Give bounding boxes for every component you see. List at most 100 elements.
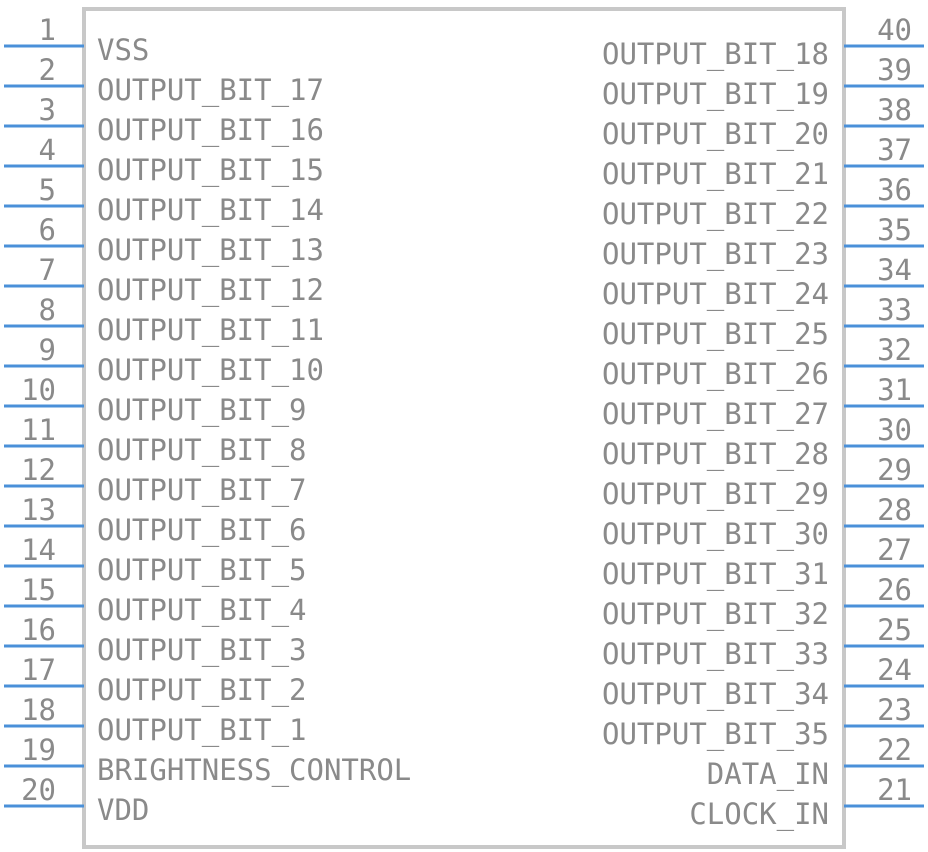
pin-name: OUTPUT_BIT_35 [602, 717, 829, 752]
pin-name: OUTPUT_BIT_9 [97, 393, 307, 428]
pin-number: 7 [39, 253, 56, 287]
pin-name: OUTPUT_BIT_17 [97, 73, 324, 108]
pin-number: 24 [877, 653, 912, 687]
pin-number: 20 [21, 773, 56, 807]
pin-name: OUTPUT_BIT_26 [602, 357, 829, 392]
pin-number: 14 [21, 533, 56, 567]
pin-name: VSS [97, 33, 149, 67]
pin-name: VDD [97, 793, 149, 827]
pin-name: OUTPUT_BIT_5 [97, 553, 307, 588]
pin-name: OUTPUT_BIT_1 [97, 713, 307, 748]
pin-name: OUTPUT_BIT_14 [97, 193, 324, 228]
pin-name: DATA_IN [707, 757, 829, 792]
pin-name: OUTPUT_BIT_10 [97, 353, 324, 388]
pin-name: OUTPUT_BIT_30 [602, 517, 829, 552]
pin-number: 19 [21, 733, 56, 767]
left-pin-group: 1VSS2OUTPUT_BIT_173OUTPUT_BIT_164OUTPUT_… [4, 13, 411, 827]
pin-name: OUTPUT_BIT_33 [602, 637, 829, 672]
pin-number: 25 [877, 613, 912, 647]
pin-number: 40 [877, 13, 912, 47]
pin-name: BRIGHTNESS_CONTROL [97, 753, 411, 788]
pin-name: OUTPUT_BIT_22 [602, 197, 829, 232]
pin-name: OUTPUT_BIT_7 [97, 473, 307, 508]
pin-name: OUTPUT_BIT_18 [602, 37, 829, 72]
pin-number: 13 [21, 493, 56, 527]
pin-name: OUTPUT_BIT_28 [602, 437, 829, 472]
pin-name: OUTPUT_BIT_19 [602, 77, 829, 112]
pin-name: OUTPUT_BIT_27 [602, 397, 829, 432]
pin-number: 31 [877, 373, 912, 407]
pin-name: OUTPUT_BIT_25 [602, 317, 829, 352]
pin-name: OUTPUT_BIT_15 [97, 153, 324, 188]
pin-name: OUTPUT_BIT_21 [602, 157, 829, 192]
pin-name: OUTPUT_BIT_24 [602, 277, 829, 312]
pin-number: 32 [877, 333, 912, 367]
pin-number: 2 [39, 53, 56, 87]
pin-name: OUTPUT_BIT_8 [97, 433, 307, 468]
pin-number: 21 [877, 773, 912, 807]
pin-number: 18 [21, 693, 56, 727]
pin-number: 30 [877, 413, 912, 447]
pin-name: OUTPUT_BIT_6 [97, 513, 307, 548]
pin-number: 34 [877, 253, 912, 287]
pin-number: 22 [877, 733, 912, 767]
pin-number: 6 [39, 213, 56, 247]
pin-number: 28 [877, 493, 912, 527]
pin-number: 1 [39, 13, 56, 47]
pin-name: OUTPUT_BIT_29 [602, 477, 829, 512]
pin-name: CLOCK_IN [689, 797, 829, 832]
pin-number: 39 [877, 53, 912, 87]
pin-name: OUTPUT_BIT_31 [602, 557, 829, 592]
pin-number: 23 [877, 693, 912, 727]
pin-name: OUTPUT_BIT_2 [97, 673, 307, 708]
pin-number: 11 [21, 413, 56, 447]
pin-number: 26 [877, 573, 912, 607]
pin-number: 29 [877, 453, 912, 487]
pin-number: 33 [877, 293, 912, 327]
pin-number: 3 [39, 93, 56, 127]
pin-name: OUTPUT_BIT_16 [97, 113, 324, 148]
pin-number: 10 [21, 373, 56, 407]
pin-name: OUTPUT_BIT_32 [602, 597, 829, 632]
pin-number: 36 [877, 173, 912, 207]
pin-number: 9 [39, 333, 56, 367]
pin-name: OUTPUT_BIT_12 [97, 273, 324, 308]
pin-number: 38 [877, 93, 912, 127]
pin-name: OUTPUT_BIT_11 [97, 313, 324, 348]
